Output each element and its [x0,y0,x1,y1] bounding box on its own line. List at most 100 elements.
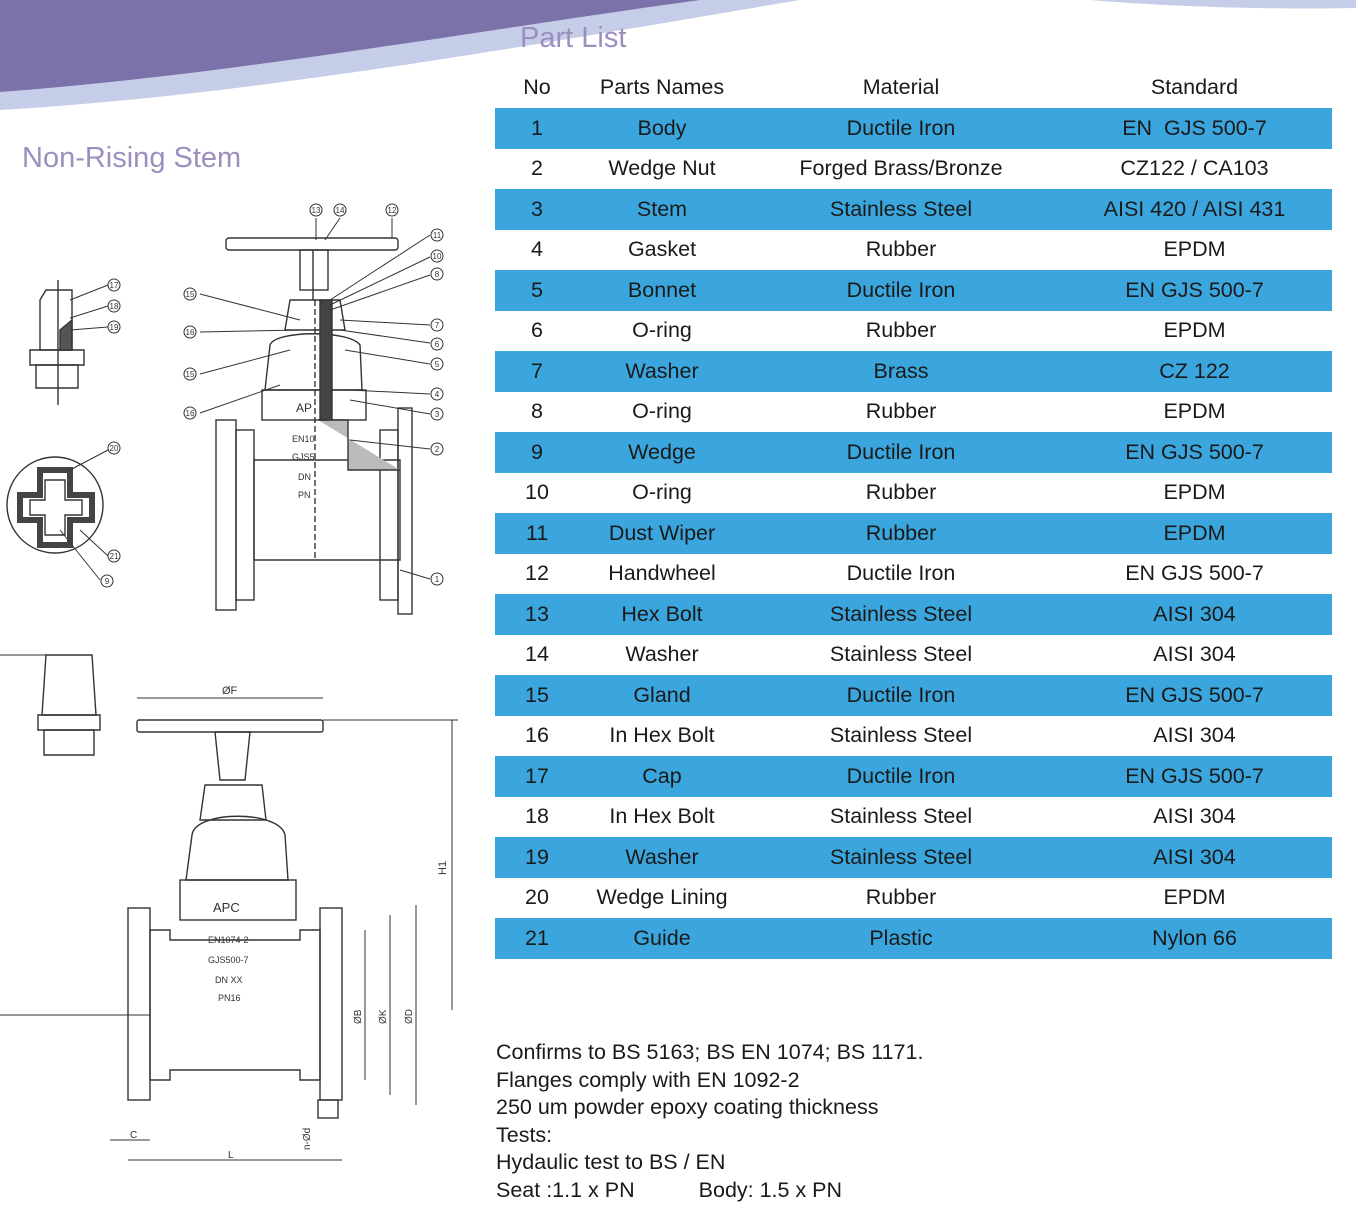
cell-material: Ductile Iron [745,108,1057,149]
cell-standard: EPDM [1163,399,1226,424]
svg-text:ØF: ØF [222,685,238,697]
cell-name: Wedge [579,432,745,473]
cell-material: Rubber [865,885,937,910]
cell-name: Bonnet [579,270,745,311]
cap-detail-figure [29,280,85,405]
svg-text:19: 19 [110,323,119,332]
cell-name: O-ring [632,399,692,424]
svg-text:10: 10 [433,252,442,261]
cell-no: 6 [531,318,543,343]
svg-text:C: C [130,1130,137,1141]
section-valve-figure: EN10 GJS5 DN PN AP [215,237,413,615]
cell-material: Stainless Steel [829,723,973,748]
cell-no: 11 [495,513,579,554]
cell-material: Rubber [745,513,1057,554]
cell-name: Wedge Lining [596,885,728,910]
header-parts-names: Parts Names [599,74,725,99]
cell-no: 18 [525,804,549,829]
cell-material: Ductile Iron [745,270,1057,311]
cell-no: 16 [525,723,549,748]
part-list-title: Part List [520,22,627,54]
svg-text:15: 15 [186,370,195,379]
cell-standard: EN GJS 500-7 [1125,561,1264,586]
cell-name: O-ring [632,480,692,505]
svg-text:DN: DN [298,472,311,482]
cell-standard: CZ122 / CA103 [1120,156,1269,181]
page-title: Non-Rising Stem [22,142,242,174]
cell-no: 20 [525,885,549,910]
cell-standard: AISI 304 [1153,642,1236,667]
cell-no: 5 [495,270,579,311]
cell-no: 21 [495,918,579,959]
svg-text:GJS5: GJS5 [292,452,315,462]
svg-text:AP: AP [296,401,312,415]
cell-material: Rubber [865,480,937,505]
cell-material: Rubber [865,399,937,424]
svg-text:20: 20 [110,444,119,453]
note-flanges: Flanges comply with EN 1092-2 [496,1067,800,1092]
svg-text:6: 6 [435,340,440,349]
svg-text:16: 16 [186,409,195,418]
svg-text:n-Ød: n-Ød [302,1128,313,1150]
note-seat-pressure: Seat :1.1 x PN [496,1177,635,1202]
svg-text:3: 3 [435,410,440,419]
cell-standard: EN GJS 500-7 [1057,108,1332,149]
table-header-row: No Parts Names Material Standard [495,66,1332,108]
cell-name: Guide [579,918,745,959]
note-hydraulic-test: Hydaulic test to BS / EN [496,1150,726,1175]
cell-name: In Hex Bolt [609,723,715,748]
cell-no: 1 [495,108,579,149]
note-body-pressure: Body: 1.5 x PN [698,1177,843,1202]
cell-name: Cap [579,756,745,797]
svg-text:DN XX: DN XX [215,975,243,985]
cell-standard: EPDM [1057,513,1332,554]
svg-text:12: 12 [388,206,397,215]
cell-material: Ductile Iron [745,432,1057,473]
note-test-pressures: Seat :1.1 x PN Body: 1.5 x PN [496,1177,923,1205]
svg-text:21: 21 [110,552,119,561]
cell-no: 15 [495,675,579,716]
svg-text:9: 9 [105,577,110,586]
cell-material: Plastic [745,918,1057,959]
cell-name: Body [579,108,745,149]
svg-text:EN1074-2: EN1074-2 [208,935,249,945]
svg-text:4: 4 [435,390,440,399]
cell-no: 19 [495,837,579,878]
cell-name: Washer [579,351,745,392]
exterior-valve-figure: APC EN1074-2 GJS500-7 DN XX PN16 ØF H1 Ø… [0,654,458,1161]
svg-text:ØB: ØB [353,1009,364,1024]
note-tests-heading: Tests: [496,1122,553,1147]
svg-text:17: 17 [110,281,119,290]
svg-text:14: 14 [336,206,345,215]
cell-material: Stainless Steel [745,189,1057,230]
cell-no: 3 [495,189,579,230]
cell-material: Rubber [865,237,937,262]
cell-standard: EN GJS 500-7 [1057,756,1332,797]
cell-no: 4 [531,237,543,262]
cell-no: 7 [495,351,579,392]
cell-material: Forged Brass/Bronze [799,156,1003,181]
cell-name: Washer [579,837,745,878]
cell-standard: AISI 420 / AISI 431 [1057,189,1332,230]
cell-name: O-ring [632,318,692,343]
svg-text:13: 13 [312,206,321,215]
header-standard: Standard [1150,74,1239,99]
cell-standard: EN GJS 500-7 [1057,270,1332,311]
cell-name: Washer [625,642,699,667]
wedge-section-figure [6,456,104,554]
